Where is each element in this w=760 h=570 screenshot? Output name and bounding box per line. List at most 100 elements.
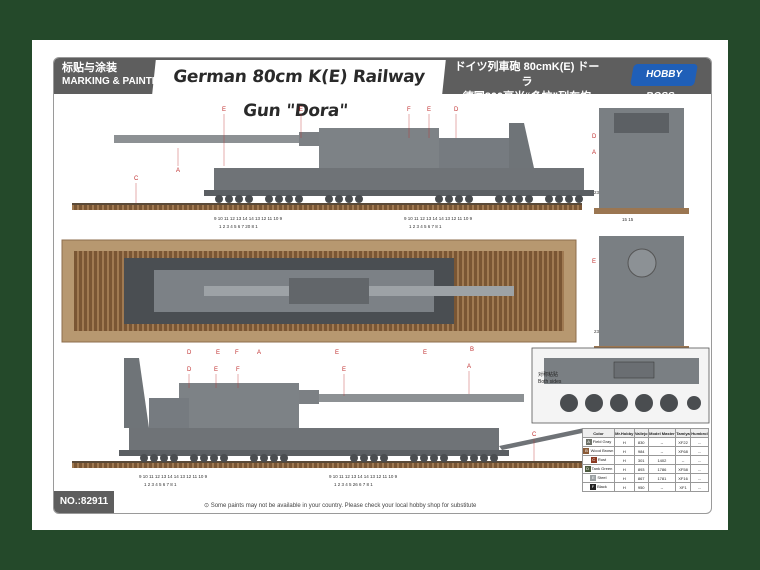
plan-callout-e-2: E	[335, 350, 339, 356]
top-side-view: E E F E D A C 9 10 11 12 13 14 14 13 12 …	[72, 107, 594, 229]
cell-humbrol: --	[690, 455, 709, 465]
cell-mm: --	[647, 437, 677, 447]
front-part-bottom: 15 15	[622, 217, 634, 222]
col-tamiya: Tamiya	[675, 428, 691, 438]
part-numbers-bottom-row3: 9 10 11 12 13 14 14 13 12 11 10 9	[329, 474, 398, 479]
front-callout-d: D	[592, 134, 597, 140]
product-number: NO.:82911	[54, 491, 114, 513]
color-row-b: B Wood Brown H 984 -- XF68 --	[582, 446, 709, 456]
cell-vallejo: 984	[633, 446, 649, 456]
cell-humbrol: --	[690, 473, 709, 483]
swatch-a: A	[585, 439, 592, 445]
bottom-callout-e-2: E	[342, 367, 346, 373]
subtitle-zh: 标贴与涂装	[62, 62, 117, 74]
color-name: Black	[597, 484, 607, 489]
plan-callout-e-1: E	[216, 350, 220, 356]
header-bar: 标贴与涂装 MARKING & PAINTING German 80cm K(E…	[54, 58, 711, 121]
cell-vallejo: 830	[633, 437, 649, 447]
cell-humbrol: --	[690, 446, 709, 456]
color-row-d: D Tank Green H 893 1786 XF58 --	[582, 464, 709, 474]
rear-end-view: E 23 15 21 15	[592, 236, 689, 360]
color-chart: Color Mr.Hobby Vallejo Model Master Tami…	[582, 428, 709, 492]
track-bed-top	[72, 204, 582, 210]
marking-painting-label: 标贴与涂装 MARKING & PAINTING	[62, 61, 170, 89]
part-numbers-top-row2: 1 2 3 4 5 6 7 20 8 1	[219, 224, 258, 229]
front-callout-a: A	[592, 150, 596, 156]
col-modelmaster: Model Master	[647, 428, 677, 438]
part-numbers-bottom-row4: 1 2 3 4 5 26 6 7 8 1	[334, 482, 373, 487]
title-jp: ドイツ列車砲 80cmK(E) ドーラ	[454, 61, 600, 88]
cell-tamiya: XF22	[675, 437, 691, 447]
placard	[613, 361, 655, 379]
col-mrhobby: Mr.Hobby	[613, 428, 635, 438]
cell-mr: H	[613, 455, 635, 465]
front-part-23: 23	[594, 190, 600, 195]
cell-vallejo: 301	[633, 455, 649, 465]
track-bed-bottom	[72, 462, 582, 468]
title-translations: ドイツ列車砲 80cmK(E) ドーラ 德国800毫米“多拉”列车炮	[452, 60, 602, 105]
col-color: Color	[582, 428, 615, 438]
color-row-c: C Rust H 301 1402 -- --	[582, 455, 709, 465]
inset-label-en: Both sides	[538, 379, 562, 385]
swatch-e: E	[590, 475, 597, 481]
color-name: Steel	[597, 475, 607, 480]
cell-mm: --	[647, 482, 677, 492]
col-vallejo: Vallejo	[633, 428, 649, 438]
bottom-side-view: D E F E A C 9 10 11 12 13 14 14 13 12 11…	[72, 358, 587, 487]
part-numbers-bottom-row1: 9 10 11 12 13 14 14 13 12 11 10 9	[139, 474, 208, 479]
instruction-card: 标贴与涂装 MARKING & PAINTING German 80cm K(E…	[53, 57, 712, 514]
part-numbers-top-row1: 9 10 11 12 13 14 14 13 12 11 10 9	[214, 216, 283, 221]
swatch-f: F	[589, 484, 596, 490]
cell-vallejo: 950	[633, 482, 649, 492]
cell-humbrol: --	[690, 464, 709, 474]
plan-view: D E F A E E B	[61, 239, 577, 356]
front-end-view: D A 23 15 15	[592, 108, 689, 222]
callout-f: F	[407, 107, 411, 113]
cell-tamiya: XF16	[675, 473, 691, 483]
gun-barrel-bottom	[254, 394, 524, 402]
rear-part-23: 23	[594, 329, 600, 334]
color-name: Tank Green	[591, 466, 613, 471]
paint-availability-note: ⊙ Some paints may not be available in yo…	[204, 503, 477, 509]
color-row-e: E Steel H 867 1781 XF16 --	[582, 473, 709, 483]
callout-a: A	[176, 168, 180, 174]
cell-mr: H	[613, 446, 635, 456]
cell-tamiya: XF1	[675, 482, 691, 492]
cell-vallejo: 893	[633, 464, 649, 474]
cell-tamiya: XF58	[675, 464, 691, 474]
color-row-f: F Black H 950 -- XF1 --	[582, 482, 709, 492]
callout-d: D	[454, 107, 459, 113]
color-name: Wood Brown	[590, 448, 614, 453]
cell-mm: 1402	[647, 455, 677, 465]
callout-e-1: E	[222, 107, 226, 113]
title-cn: 德国800毫米“多拉”列车炮	[462, 91, 592, 103]
swatch-c: C	[590, 457, 597, 463]
rear-muzzle	[627, 248, 657, 278]
plan-callout-a: A	[257, 350, 261, 356]
cell-tamiya: XF68	[675, 446, 691, 456]
part-numbers-top-row4: 1 2 3 4 5 6 7 8 1	[409, 224, 442, 229]
bogie-wheels-top	[215, 195, 583, 203]
bogie-wheels-bottom	[140, 454, 498, 462]
plan-callout-e-3: E	[423, 350, 427, 356]
cell-humbrol: --	[690, 437, 709, 447]
bottom-callout-a: A	[467, 364, 471, 370]
cell-mr: H	[613, 437, 635, 447]
rear-callout-e: E	[592, 259, 596, 265]
bottom-callout-c: C	[532, 432, 537, 438]
subtitle-en: MARKING & PAINTING	[62, 76, 170, 87]
cell-mr: H	[613, 473, 635, 483]
cell-mm: 1781	[647, 473, 677, 483]
cell-vallejo: 867	[633, 473, 649, 483]
color-name: Rust	[597, 457, 607, 462]
carriage-bottom	[129, 428, 499, 450]
color-name: Field Gray	[592, 439, 612, 444]
color-row-a: A Field Gray H 830 -- XF22 --	[582, 437, 709, 447]
plan-callout-d: D	[187, 350, 192, 356]
plan-callout-b: B	[470, 347, 474, 353]
bottom-callout-d: D	[187, 367, 192, 373]
callout-e-2: E	[299, 107, 303, 113]
cell-tamiya: --	[675, 455, 691, 465]
drawing-area: E E F E D A C 9 10 11 12 13 14 14 13 12 …	[61, 107, 710, 487]
gun-superstructure-top	[319, 128, 439, 168]
